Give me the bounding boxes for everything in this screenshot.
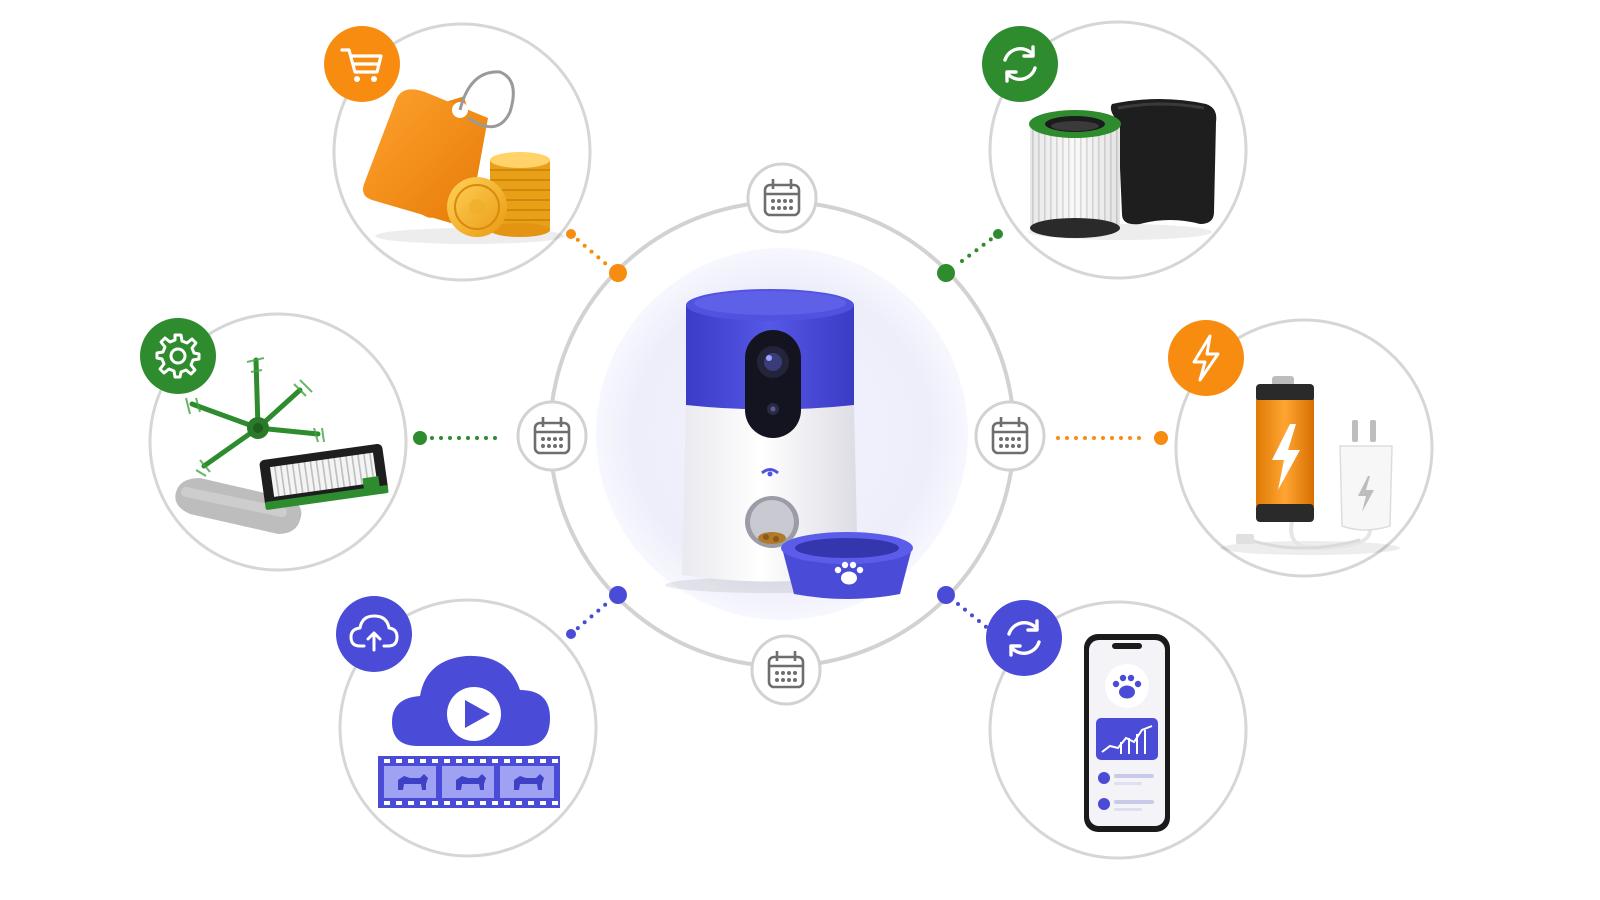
gear-icon: [155, 333, 201, 379]
connector-filter-replacement: [937, 229, 1003, 282]
shopping-cart-icon: [340, 48, 383, 74]
feature-badge: [140, 318, 216, 394]
cloud-upload-icon: [349, 614, 399, 652]
hub: [516, 162, 1046, 706]
feature-badge: [336, 596, 412, 672]
feature-price-savings: [324, 22, 592, 282]
calendar-node-top: [746, 162, 818, 234]
calendar-node-bottom: [750, 634, 822, 706]
feature-power: [1168, 318, 1434, 578]
feature-cloud-video: [336, 596, 598, 858]
feature-badge: [982, 26, 1058, 102]
sync-icon: [1007, 619, 1041, 657]
connectors: [413, 229, 1168, 639]
calendar-node-left: [516, 400, 588, 472]
calendar-icon: [533, 417, 571, 455]
feature-maintenance-parts: [140, 312, 408, 572]
price-tag-coins-image: [363, 70, 565, 244]
cloud-video-image: [378, 655, 560, 808]
battery-charger-image: [1220, 376, 1400, 555]
calendar-icon: [767, 651, 805, 689]
calendar-icon: [763, 179, 801, 217]
connector-price-savings: [566, 229, 627, 282]
connector-app-sync: [937, 586, 992, 632]
smartphone-app-image: [1084, 634, 1170, 832]
feature-badge: [1168, 320, 1244, 396]
pet-feeder-image: [665, 289, 913, 599]
feature-badge: [324, 26, 400, 102]
calendar-node-right: [974, 400, 1046, 472]
feature-filter-replacement: [982, 20, 1248, 280]
feature-app-sync: [986, 600, 1248, 860]
connector-power: [1056, 431, 1168, 445]
connector-maintenance-parts: [413, 431, 502, 445]
filter-foam-image: [1028, 99, 1217, 240]
lightning-icon: [1192, 334, 1220, 382]
feature-badge: [986, 600, 1062, 676]
refresh-icon: [1003, 45, 1037, 83]
brush-filter-mop-image: [175, 357, 389, 534]
connector-cloud-video: [566, 586, 627, 639]
calendar-icon: [991, 417, 1029, 455]
